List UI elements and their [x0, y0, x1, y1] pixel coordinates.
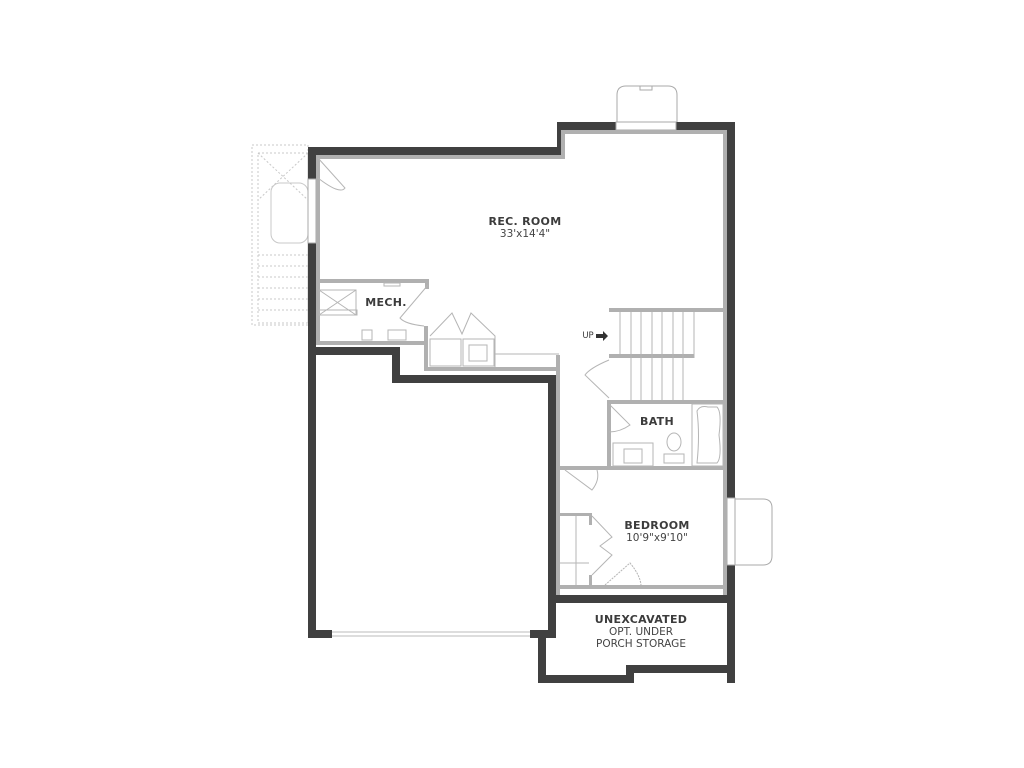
room-name: BEDROOM [624, 519, 690, 532]
dryer [462, 338, 495, 367]
stairs [619, 312, 695, 400]
washer [429, 338, 462, 367]
water-heater [361, 329, 373, 341]
room-note: OPT. UNDER [609, 626, 673, 638]
room-label-unexcavated: UNEXCAVATED OPT. UNDER PORCH STORAGE [594, 613, 688, 651]
bathtub [691, 403, 724, 467]
room-name: REC. ROOM [488, 215, 562, 228]
stair-door-swing [584, 359, 610, 399]
bath-door-swing [608, 403, 631, 433]
room-label-mech: MECH. [365, 297, 406, 309]
mech-door-swing [399, 284, 429, 327]
room-name: UNEXCAVATED [594, 613, 688, 626]
entry-door-swing [317, 157, 346, 191]
garage-door-opening [332, 631, 530, 637]
toilet [666, 432, 682, 452]
fixtures [317, 157, 724, 586]
interior-walls [316, 130, 727, 595]
optional-exterior-stair [251, 144, 309, 326]
room-label-rec-room: REC. ROOM 33'x14'4" [488, 215, 562, 241]
room-note: PORCH STORAGE [596, 638, 686, 650]
room-size: 10'9"x9'10" [626, 532, 688, 544]
vanity [612, 442, 654, 467]
room-label-bedroom: BEDROOM 10'9"x9'10" [624, 519, 690, 545]
closet-door-swing [604, 562, 642, 586]
laundry-bifold-doors [429, 312, 496, 367]
stair-up-label: UP [582, 331, 594, 341]
room-name: MECH. [365, 296, 407, 309]
room-size: 33'x14'4" [499, 228, 551, 240]
arrow-right-icon [596, 331, 608, 341]
room-label-bath: BATH [640, 416, 674, 428]
exterior-walls [308, 122, 735, 683]
room-name: BATH [640, 415, 674, 428]
bedroom-door-swing [564, 469, 599, 491]
closet-bifold-doors [591, 515, 613, 576]
